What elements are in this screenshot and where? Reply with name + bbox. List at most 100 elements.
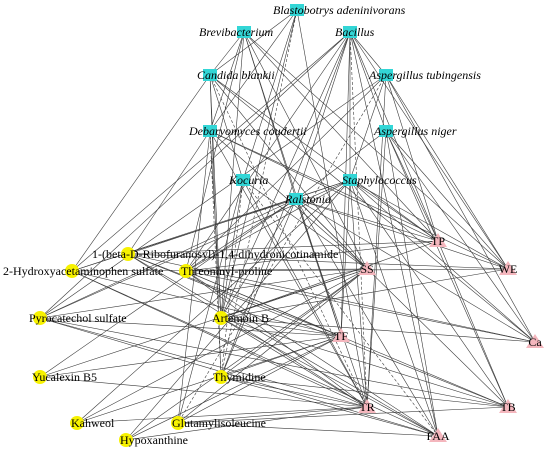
- edge-aspergillus_n-TP: [385, 130, 439, 242]
- microbe-label-staphylococcus: Staphylococcus: [342, 173, 417, 187]
- edge-staphylococcus-FAA: [349, 179, 439, 437]
- microbe-node-bacillus[interactable]: [343, 26, 357, 38]
- microbe-node-ralstonia[interactable]: [289, 193, 303, 205]
- metabolite-node-pyrocatechol[interactable]: [33, 311, 47, 325]
- edge-artemoin-TR: [220, 317, 368, 408]
- microbe-node-brevibacterium[interactable]: [237, 26, 251, 38]
- edge-yucalexin-SS: [39, 268, 368, 378]
- edge-bacillus-pyrocatechol: [39, 31, 351, 319]
- property-label-SS: SS: [360, 262, 373, 276]
- metabolite-node-yucalexin[interactable]: [33, 370, 47, 384]
- edge-kahweol-TF: [76, 335, 342, 424]
- property-node-Ca[interactable]: [526, 334, 544, 348]
- edge-staphylococcus-TP: [349, 179, 439, 242]
- edge-debaryomyces-WE: [209, 130, 509, 270]
- labels-layer: Blastobotrys adeninivoransBrevibacterium…: [3, 3, 542, 447]
- edge-staphylococcus-kahweol: [76, 179, 351, 424]
- metabolite-node-kahweol[interactable]: [70, 416, 84, 430]
- metabolite-label-pyrocatechol: Pyrocatechol sulfate: [29, 311, 127, 325]
- edge-glutamyl-SS: [177, 268, 368, 424]
- edge-kahweol-SS: [76, 268, 368, 424]
- edge-hydroxyacet-TF: [71, 270, 342, 337]
- edge-glutamyl-TB: [177, 406, 509, 424]
- edge-hydroxyacet-SS: [71, 268, 368, 272]
- microbe-node-staphylococcus[interactable]: [343, 174, 357, 186]
- metabolite-node-hypoxanthine[interactable]: [119, 433, 133, 447]
- microbe-node-aspergillus_t[interactable]: [379, 69, 393, 81]
- edge-staphylococcus-TB: [349, 179, 509, 408]
- property-node-TB[interactable]: [499, 399, 517, 413]
- microbe-node-aspergillus_n[interactable]: [379, 125, 393, 137]
- microbe-label-debaryomyces: Debaryomyces coudertii: [188, 124, 307, 138]
- property-node-FAA[interactable]: [429, 428, 447, 442]
- edge-bacillus-ralstonia: [295, 31, 351, 200]
- metabolite-label-threonyl: Threoninyl-proline: [181, 264, 272, 278]
- edge-aspergillus_t-staphylococcus: [349, 74, 387, 181]
- edge-debaryomyces-TP: [209, 130, 439, 242]
- edge-artemoin-TB: [220, 317, 509, 408]
- edge-brevibacterium-artemoin: [220, 31, 245, 319]
- edge-threonyl-WE: [185, 268, 509, 272]
- edge-ralstonia-threonyl: [185, 198, 297, 272]
- metabolite-label-hypoxanthine: Hypoxanthine: [120, 433, 188, 447]
- microbe-label-blastobotrys: Blastobotrys adeninivorans: [273, 3, 406, 17]
- property-label-FAA: FAA: [426, 429, 449, 443]
- property-node-SS[interactable]: [358, 261, 376, 275]
- property-node-TR[interactable]: [358, 399, 376, 413]
- metabolite-node-glutamyl[interactable]: [171, 416, 185, 430]
- edge-debaryomyces-ribofuranosyl: [127, 130, 211, 255]
- microbe-node-candida[interactable]: [203, 69, 217, 81]
- metabolite-label-yucalexin: Yucalexin B5: [32, 370, 97, 384]
- edge-thymidine-TB: [220, 376, 509, 408]
- edge-aspergillus_n-FAA: [385, 130, 439, 437]
- microbe-label-aspergillus_n: Aspergillus niger: [373, 124, 457, 138]
- metabolite-label-ribofuranosyl: 1-(beta-D-Ribofuranosyl)-1,4-dihydronico…: [92, 247, 338, 261]
- edge-artemoin-TF: [220, 317, 342, 337]
- edge-thymidine-SS: [220, 268, 368, 378]
- property-node-TP[interactable]: [429, 233, 447, 247]
- edge-staphylococcus-threonyl: [185, 179, 351, 272]
- edge-threonyl-Ca: [185, 270, 536, 343]
- edge-aspergillus_t-WE: [385, 74, 509, 270]
- microbe-node-kocuria[interactable]: [236, 174, 250, 186]
- edge-threonyl-TR: [185, 270, 368, 408]
- property-node-WE[interactable]: [499, 261, 517, 275]
- property-node-TF[interactable]: [332, 328, 350, 342]
- microbe-label-aspergillus_t: Aspergillus tubingensis: [368, 68, 481, 82]
- microbe-node-debaryomyces[interactable]: [203, 125, 217, 137]
- edge-hypoxanthine-SS: [125, 268, 368, 441]
- property-label-TP: TP: [431, 234, 445, 248]
- microbe-label-kocuria: Kocuria: [228, 173, 268, 187]
- edge-aspergillus_t-TP: [385, 74, 439, 242]
- metabolite-node-artemoin[interactable]: [214, 311, 228, 325]
- edge-bacillus-artemoin: [220, 31, 351, 319]
- edge-ralstonia-artemoin: [220, 198, 297, 319]
- edge-pyrocatechol-TB: [39, 317, 509, 408]
- metabolite-node-threonyl[interactable]: [179, 264, 193, 278]
- property-label-WE: WE: [499, 262, 518, 276]
- edge-yucalexin-TF: [39, 335, 342, 378]
- edge-kocuria-artemoin: [220, 179, 244, 319]
- edge-kocuria-glutamyl: [177, 179, 244, 424]
- edge-threonyl-FAA: [185, 270, 439, 437]
- edge-ralstonia-hydroxyacet: [71, 198, 297, 272]
- edge-glutamyl-FAA: [177, 422, 439, 437]
- edge-blastobotrys-TR: [296, 9, 368, 408]
- edge-ralstonia-thymidine: [220, 198, 297, 378]
- metabolite-node-hydroxyacet[interactable]: [65, 264, 79, 278]
- edge-ralstonia-pyrocatechol: [39, 198, 297, 319]
- edge-threonyl-TP: [185, 240, 439, 272]
- edge-aspergillus_n-ralstonia: [295, 130, 387, 200]
- edge-ribofuranosyl-TP: [127, 240, 439, 255]
- edge-staphylococcus-WE: [349, 179, 509, 270]
- metabolite-node-thymidine[interactable]: [214, 370, 228, 384]
- edge-artemoin-FAA: [220, 317, 439, 437]
- edge-aspergillus_n-WE: [385, 130, 509, 270]
- edge-ralstonia-SS: [295, 198, 368, 270]
- edge-ribofuranosyl-FAA: [127, 253, 439, 437]
- metabolite-label-kahweol: Kahweol: [71, 416, 115, 430]
- edge-ralstonia-FAA: [295, 198, 439, 437]
- microbe-node-blastobotrys[interactable]: [290, 4, 304, 16]
- edge-glutamyl-TF: [177, 335, 342, 424]
- metabolite-node-ribofuranosyl[interactable]: [121, 247, 135, 261]
